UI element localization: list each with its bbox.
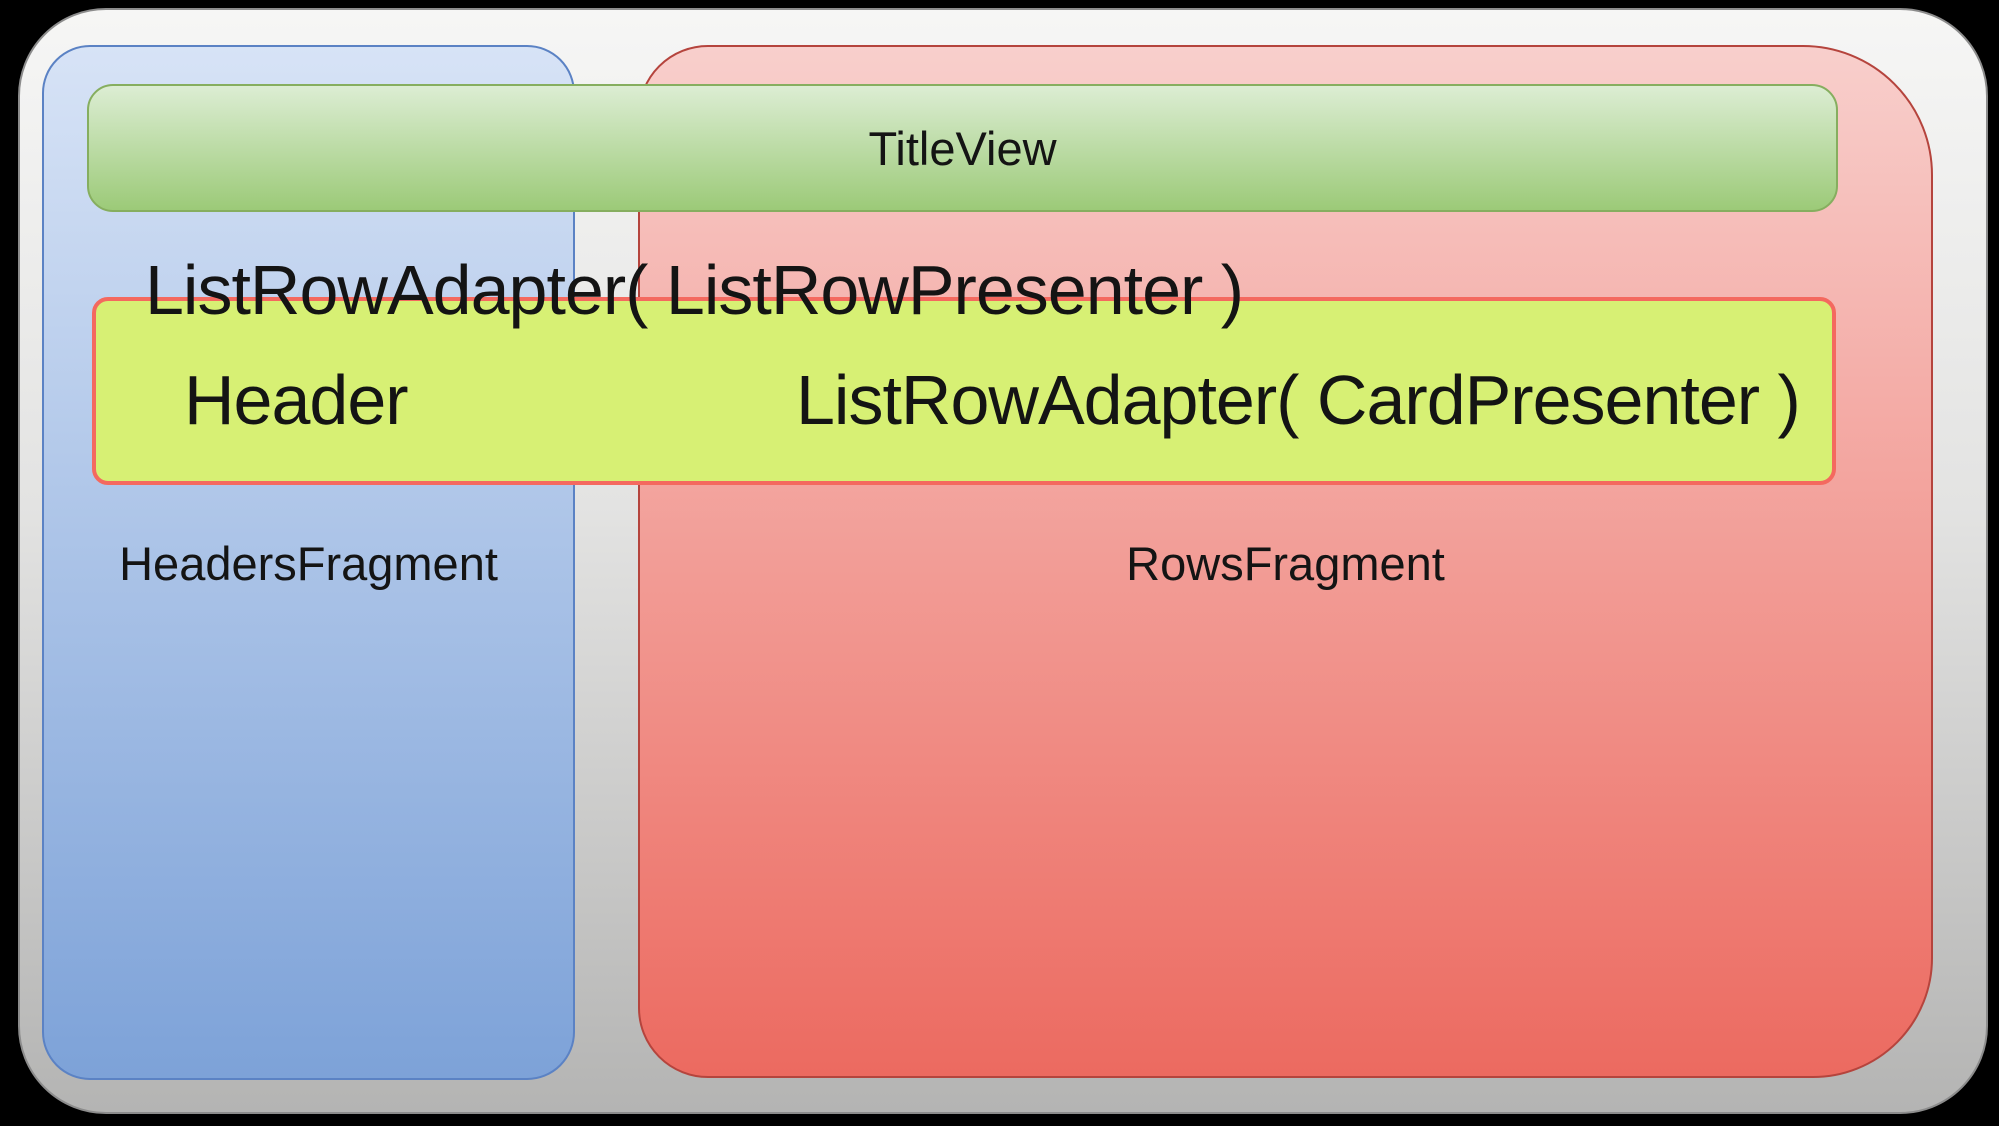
list-row-presenter-adapter-label: ListRowAdapter( ListRowPresenter ) xyxy=(145,251,1244,329)
rows-fragment-label: RowsFragment xyxy=(1126,537,1445,590)
rows-fragment-box: RowsFragment xyxy=(638,45,1933,1078)
card-presenter-adapter-label: ListRowAdapter( CardPresenter ) xyxy=(796,361,1801,439)
header-cell-label: Header xyxy=(184,361,409,439)
title-view-label: TitleView xyxy=(868,121,1057,175)
headers-fragment-box: HeadersFragment xyxy=(42,45,575,1080)
list-row-bar: Header ListRowAdapter( CardPresenter ) xyxy=(92,297,1836,485)
title-view-bar: TitleView xyxy=(87,84,1838,212)
headers-fragment-label: HeadersFragment xyxy=(119,537,498,590)
